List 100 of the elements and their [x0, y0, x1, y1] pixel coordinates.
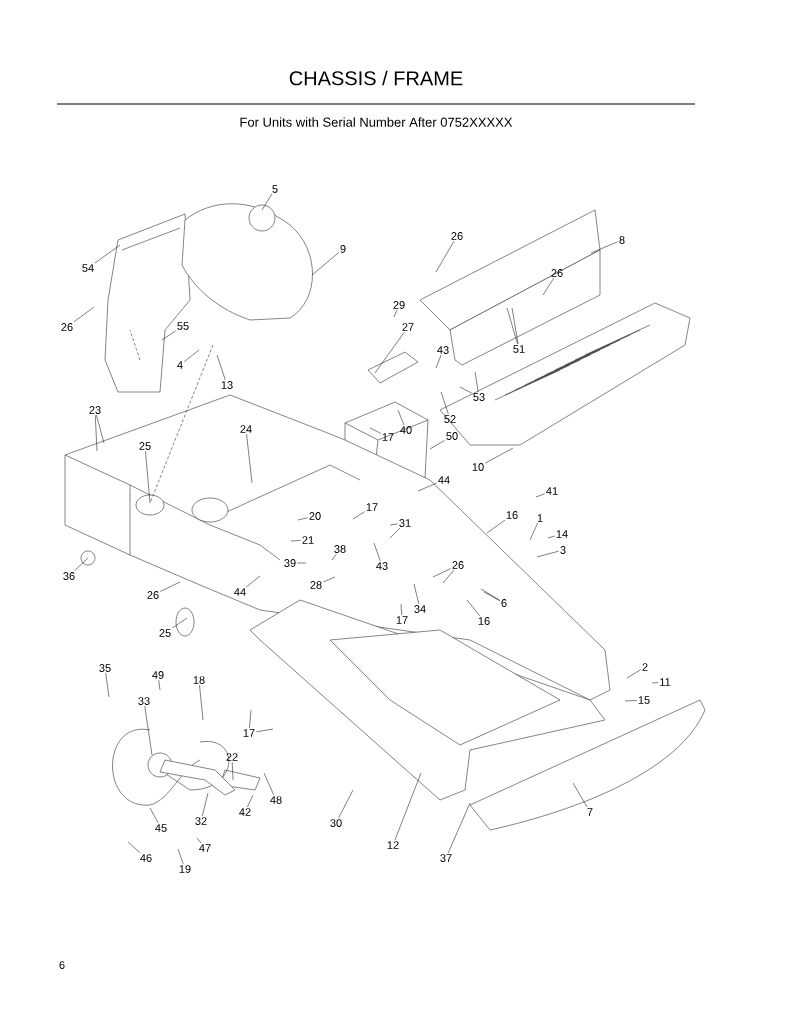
- leader-line: [466, 599, 481, 617]
- leader-line: [435, 240, 455, 273]
- callout-number: 11: [660, 678, 671, 686]
- leader-line: [74, 557, 89, 572]
- leader-line: [144, 705, 153, 756]
- callout-number: 26: [451, 232, 463, 240]
- callout-number: 27: [402, 323, 414, 331]
- callout-number: 12: [387, 841, 399, 849]
- leader-line: [626, 669, 641, 679]
- leader-line: [331, 553, 337, 561]
- callout-number: 36: [63, 572, 75, 580]
- leader-line: [172, 617, 188, 629]
- leader-line: [651, 682, 659, 684]
- callout-number: 54: [82, 264, 94, 272]
- leader-line: [535, 493, 545, 498]
- leader-line: [94, 244, 121, 264]
- callout-number: 26: [61, 323, 73, 331]
- callout-number: 30: [330, 819, 342, 827]
- leader-line: [389, 523, 398, 526]
- leader-line: [95, 414, 98, 452]
- leader-line: [145, 450, 151, 504]
- callout-number: 14: [556, 530, 568, 538]
- leader-line: [352, 511, 365, 520]
- leader-line: [459, 386, 472, 394]
- callout-number: 18: [193, 676, 205, 684]
- leader-line: [435, 354, 442, 369]
- callout-number: 1: [537, 514, 543, 522]
- callout-number: 39: [284, 559, 296, 567]
- leader-line: [246, 433, 253, 484]
- callout-number: 23: [89, 406, 101, 414]
- callout-number: 32: [195, 817, 207, 825]
- callout-number: 5: [272, 185, 278, 193]
- leader-line: [249, 709, 252, 729]
- leader-line: [297, 517, 308, 521]
- leader-line: [290, 540, 301, 542]
- callout-number: 21: [302, 536, 314, 544]
- leader-line: [127, 841, 141, 854]
- leader-line: [369, 427, 381, 434]
- callout-number: 50: [446, 432, 458, 440]
- leader-line: [624, 700, 637, 702]
- leader-line: [323, 576, 336, 583]
- callout-number: 46: [140, 854, 152, 862]
- leader-line: [442, 569, 454, 584]
- leader-line: [161, 330, 176, 341]
- leader-line: [394, 772, 422, 841]
- callout-number: 52: [444, 415, 456, 423]
- leader-line: [448, 802, 471, 854]
- leader-line: [374, 331, 405, 374]
- leader-line: [96, 414, 105, 444]
- leader-line: [529, 522, 538, 541]
- page-number: 6: [59, 961, 65, 969]
- callout-number: 7: [587, 808, 593, 816]
- callout-number: 26: [551, 269, 563, 277]
- callout-number: 25: [159, 629, 171, 637]
- callout-number: 43: [437, 346, 449, 354]
- leader-line: [256, 728, 274, 733]
- callout-number: 16: [506, 511, 518, 519]
- callout-number: 40: [400, 426, 412, 434]
- leader-line: [511, 307, 519, 345]
- callout-number: 48: [270, 796, 282, 804]
- callout-number: 20: [309, 512, 321, 520]
- leader-line: [572, 782, 588, 808]
- callout-number: 28: [310, 581, 322, 589]
- callout-number: 33: [138, 697, 150, 705]
- leader-line: [389, 527, 401, 539]
- leader-line: [432, 568, 451, 578]
- leader-line: [429, 440, 445, 450]
- callout-number: 29: [393, 301, 405, 309]
- leader-line: [177, 848, 184, 865]
- callout-number: 2: [642, 663, 648, 671]
- callout-number: 9: [340, 245, 346, 253]
- callout-number: 17: [396, 616, 408, 624]
- leader-line: [231, 761, 234, 781]
- callout-number: 55: [177, 322, 189, 330]
- callout-number: 49: [152, 671, 164, 679]
- leader-line: [196, 837, 202, 844]
- leader-line: [184, 349, 200, 362]
- leader-line: [297, 562, 307, 564]
- leader-line: [413, 583, 420, 605]
- callout-number: 26: [452, 561, 464, 569]
- callout-number: 19: [179, 865, 191, 873]
- leader-line: [485, 447, 514, 464]
- callout-number: 8: [619, 236, 625, 244]
- leader-line: [105, 672, 110, 698]
- leader-line: [149, 807, 159, 824]
- leader-line: [486, 519, 506, 534]
- callout-number: 44: [234, 588, 246, 596]
- callout-number: 4: [177, 361, 183, 369]
- leader-line: [547, 535, 555, 539]
- leader-line: [542, 277, 554, 296]
- callout-number: 42: [239, 808, 251, 816]
- callout-number: 35: [99, 664, 111, 672]
- leader-line: [440, 391, 449, 415]
- callout-number: 10: [472, 463, 484, 471]
- callout-number: 13: [221, 381, 233, 389]
- callout-number: 16: [478, 617, 490, 625]
- leader-line: [417, 482, 437, 492]
- leader-line: [246, 575, 261, 588]
- callout-number: 37: [440, 854, 452, 862]
- leader-line: [536, 550, 559, 558]
